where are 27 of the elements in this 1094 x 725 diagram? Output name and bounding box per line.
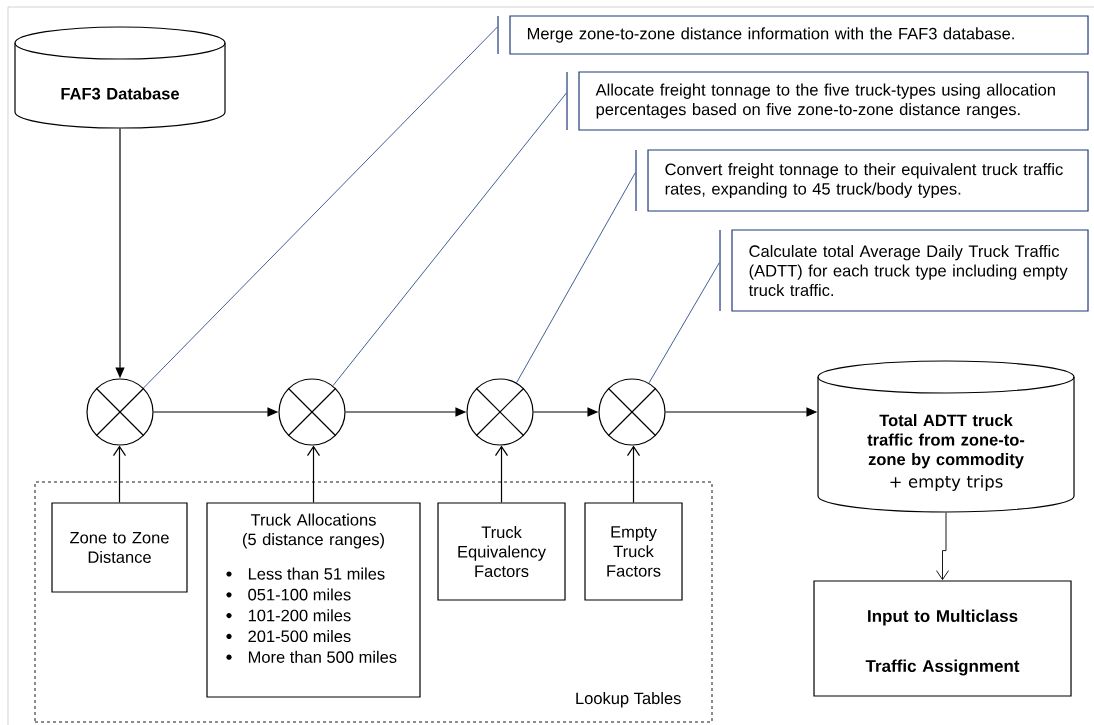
callout-box: Calculate total Average Daily Truck Traffic (ADTT) for each truck type including empty truck traffic. [719, 229, 1089, 312]
callout-box: Allocate freight tonnage to the five truck-types using allocation percentages based on five zone-to-zone distance ranges. [566, 71, 1089, 131]
node-label: FAF3 Database [61, 87, 180, 100]
arrow [306, 445, 321, 503]
leader-line [648, 262, 720, 384]
multiplier-circle [466, 378, 534, 446]
lookup-table-box: Empty Truck Factors [584, 502, 683, 601]
arrow [112, 445, 127, 503]
arrow [936, 512, 949, 581]
output-box: Input to Multiclass Traffic Assignment [813, 580, 1072, 697]
multiplier-circle [86, 378, 154, 446]
multiplier-circle [278, 378, 346, 446]
arrow [626, 445, 641, 503]
database-cylinder: FAF3 Database [14, 26, 226, 129]
multiplier-circle [598, 378, 666, 446]
node-label: Total ADTT truck traffic from zone-to-zone by commodity [867, 414, 1025, 469]
leader-line [143, 26, 498, 389]
database-cylinder: Total ADTT truck traffic from zone-to-zone by commodity + empty trips [817, 360, 1075, 513]
leader-line [332, 92, 567, 387]
lookup-table-box: Zone to Zone Distance [51, 502, 188, 593]
arrow [494, 445, 509, 503]
callout-box: Merge zone-to-zone distance information with the FAF3 database. [497, 15, 1089, 55]
lookup-table-box: Truck Equivalency Factors [437, 502, 566, 601]
node-label: + empty trips [890, 474, 1003, 491]
callout-box: Convert freight tonnage to their equivalent truck traffic rates, expanding to 45 truck/body types. [635, 149, 1089, 212]
lookup-table-box: Truck Allocations (5 distance ranges) Less than 51 miles 051-100 miles 101-200 miles 201-500 miles More than 500 miles [206, 502, 421, 698]
leader-line [516, 172, 636, 384]
